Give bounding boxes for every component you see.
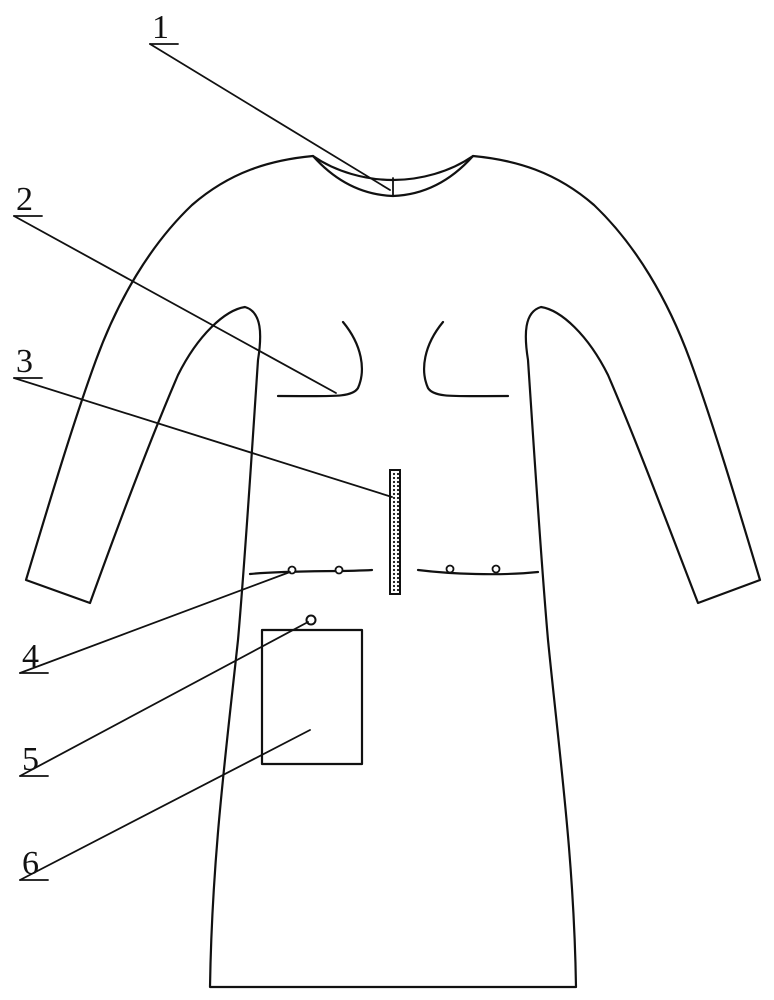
pocket — [262, 630, 362, 764]
label-5: 5 — [22, 741, 39, 778]
label-1: 1 — [152, 9, 169, 46]
button-3 — [447, 566, 454, 573]
chest-opening-right — [424, 322, 508, 396]
waist-line-right — [418, 570, 538, 574]
waist-line-left — [250, 570, 372, 574]
leader-line-1 — [150, 44, 390, 190]
leader-line-4 — [20, 572, 290, 673]
vertical-strip — [390, 470, 400, 594]
button-2 — [336, 567, 343, 574]
leader-line-2 — [14, 216, 336, 393]
label-2: 2 — [16, 181, 33, 218]
label-3: 3 — [16, 343, 33, 380]
pocket-button — [307, 616, 316, 625]
label-4: 4 — [22, 638, 39, 675]
label-6: 6 — [22, 845, 39, 882]
button-4 — [493, 566, 500, 573]
